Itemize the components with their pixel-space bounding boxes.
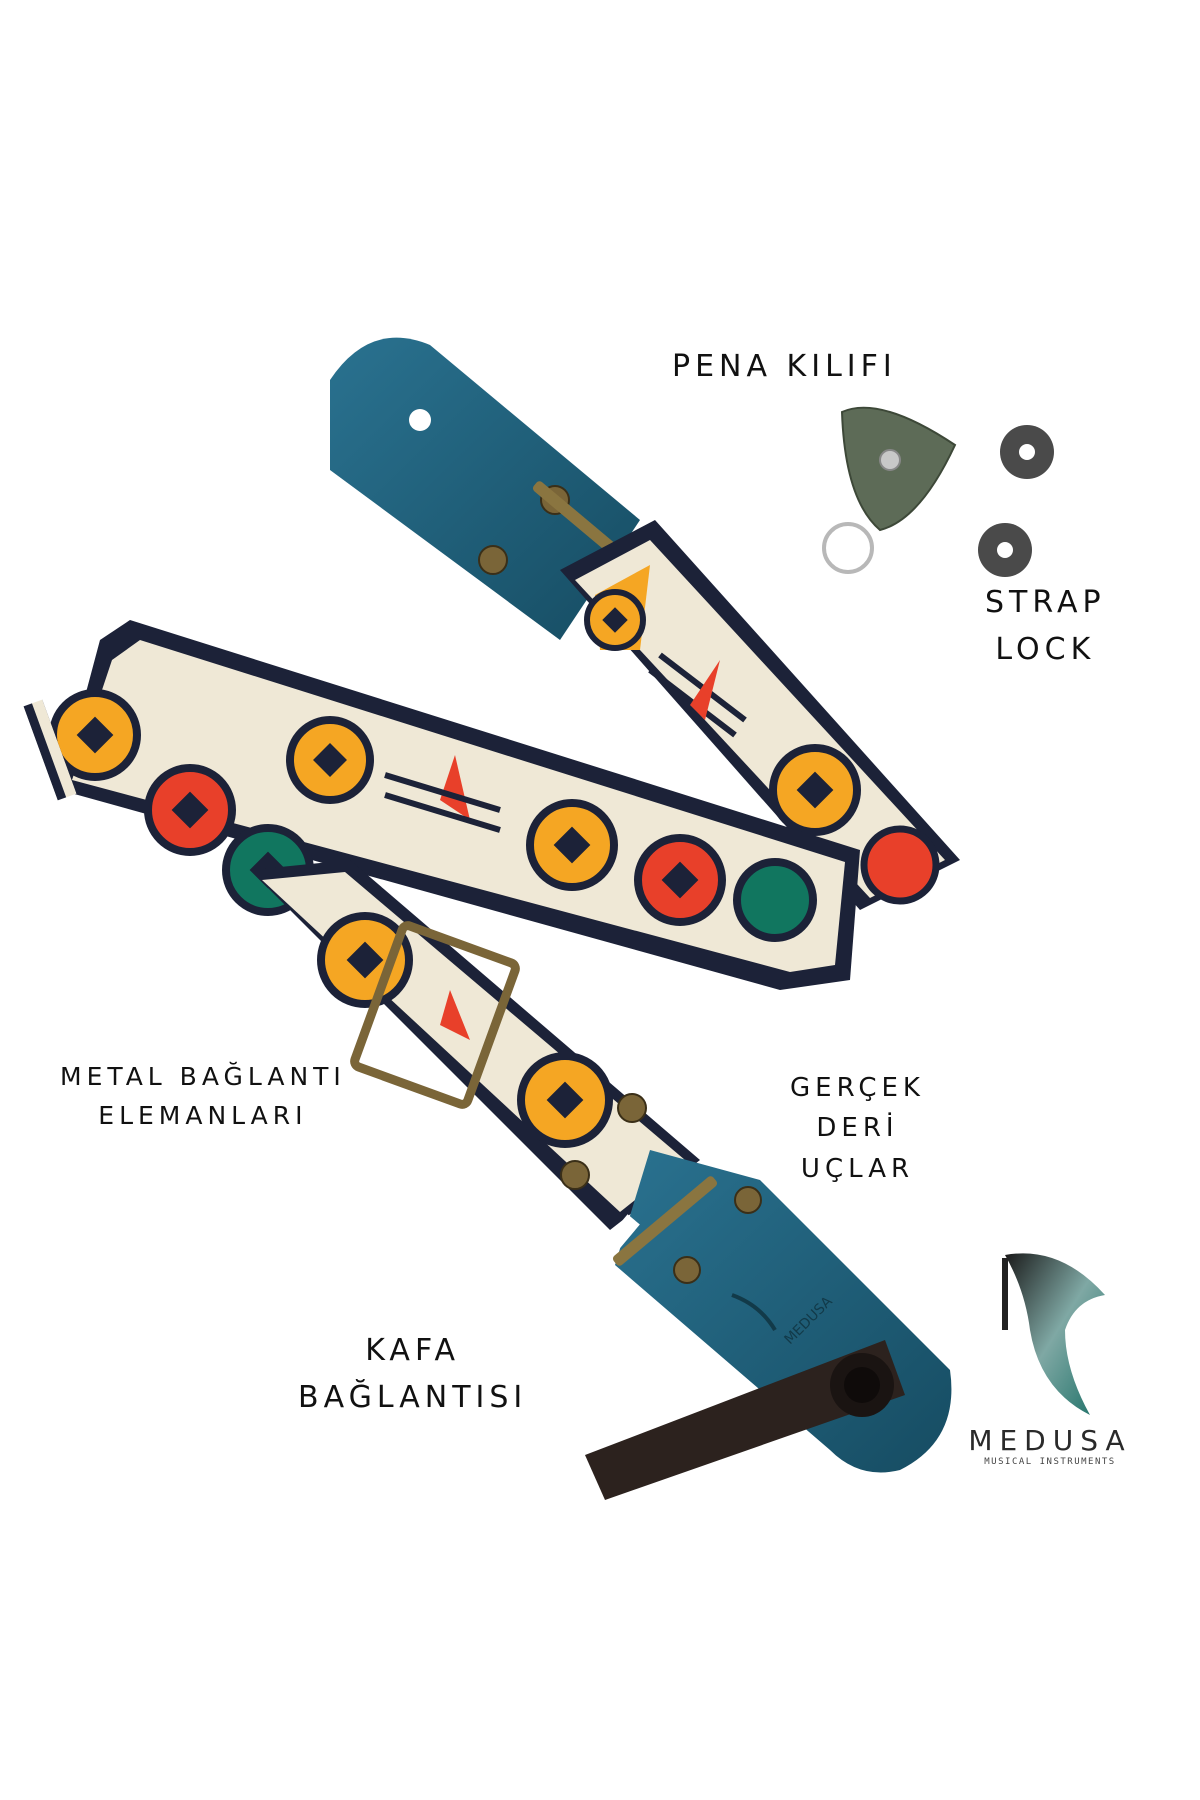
label-metal-fittings: METAL BAĞLANTI ELEMANLARI: [60, 1058, 346, 1136]
strap-segment-right: [560, 520, 960, 910]
label-genuine-leather-ends: GERÇEK DERİ UÇLAR: [790, 1068, 925, 1189]
strap-segment-lower: [250, 860, 700, 1230]
pick-holder: [822, 406, 957, 574]
label-strap-lock: STRAP LOCK: [985, 580, 1106, 673]
label-headstock-tie-line-1: KAFA: [365, 1333, 460, 1368]
label-genuine-leather-line-2: DERİ: [816, 1113, 899, 1144]
brand-logo: MEDUSA MUSICAL INSTRUMENTS: [960, 1420, 1140, 1467]
label-pick-case: PENA KILIFI: [672, 344, 897, 391]
brand-name: MEDUSA: [968, 1424, 1132, 1457]
label-genuine-leather-line-3: UÇLAR: [800, 1153, 915, 1184]
label-metal-fittings-line-1: METAL BAĞLANTI: [60, 1062, 346, 1091]
label-metal-fittings-line-2: ELEMANLARI: [98, 1100, 308, 1130]
strap-segment-middle: [23, 620, 860, 990]
label-pick-case-text: PENA KILIFI: [672, 349, 897, 384]
label-headstock-tie-line-2: BAĞLANTISI: [298, 1379, 528, 1415]
label-headstock-tie: KAFA BAĞLANTISI: [298, 1328, 527, 1421]
medusa-logo-icon: [1002, 1253, 1105, 1415]
headstock-tie: [585, 1340, 905, 1500]
label-genuine-leather-line-1: GERÇEK: [790, 1073, 925, 1103]
strap-lock-washers: [978, 425, 1054, 577]
label-strap-lock-line-1: STRAP: [985, 585, 1106, 620]
brand-subtitle: MUSICAL INSTRUMENTS: [984, 1457, 1116, 1467]
label-strap-lock-line-2: LOCK: [995, 631, 1096, 667]
